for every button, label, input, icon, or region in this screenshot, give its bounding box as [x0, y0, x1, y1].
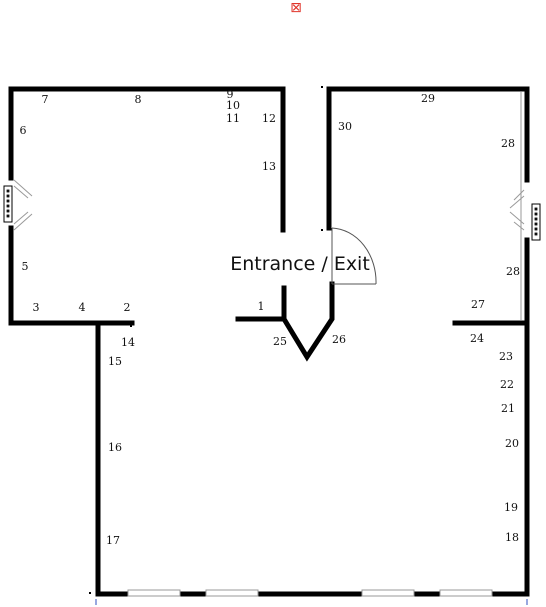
spot-label: 8: [135, 93, 142, 106]
spot-label: 27: [471, 298, 485, 311]
spot-label: 18: [505, 531, 519, 544]
spot-label: 25: [273, 335, 287, 348]
spot-label: 23: [499, 350, 513, 363]
spot-label: 10: [226, 99, 240, 112]
entrance-funnel: [280, 281, 335, 362]
spot-label: 29: [421, 92, 435, 105]
spot-label: 15: [108, 355, 122, 368]
right-side-door: [509, 189, 541, 241]
spot-label: 6: [20, 124, 27, 137]
main-hall-wall: [95, 320, 530, 597]
spot-label: 3: [33, 301, 40, 314]
entrance-door: [331, 227, 377, 285]
entrance-label: Entrance / Exit: [230, 253, 370, 275]
spot-label: 28: [506, 265, 520, 278]
spot-label: 1: [258, 300, 265, 313]
spot-labels: 1 2 3 4 5 6 7 8 9 10 11 12 13 14 15 16 1…: [20, 88, 521, 547]
spot-label: 19: [504, 501, 518, 514]
spot-label: 26: [332, 333, 346, 346]
spot-label: 5: [22, 260, 29, 273]
spot-label: 12: [262, 112, 276, 125]
bottom-ticks: [95, 599, 528, 605]
right-room-wall-top: [326, 86, 530, 231]
left-side-door: [3, 179, 33, 231]
spot-label: 16: [108, 441, 122, 454]
spot-label: 9: [227, 88, 234, 101]
left-room-wall-top: [8, 86, 286, 233]
spot-label: 13: [262, 160, 276, 173]
window-lines: [127, 92, 522, 597]
spot-label: 20: [505, 437, 519, 450]
spot-label: 11: [226, 112, 240, 125]
spot-label: 7: [42, 93, 49, 106]
spot-label: 14: [121, 336, 135, 349]
spot-label: 28: [501, 137, 515, 150]
spot-label: 22: [500, 378, 514, 391]
broken-image-icon: ⊠: [290, 0, 302, 16]
right-room-wall-lower: [452, 237, 530, 326]
corner-marks: [89, 86, 323, 594]
left-room-wall-bottom: [8, 225, 135, 326]
spot-label: 2: [124, 301, 131, 314]
spot-label: 4: [79, 301, 86, 314]
spot-label: 24: [470, 332, 484, 345]
spot-label: 21: [501, 402, 515, 415]
walls: [8, 86, 530, 597]
spot-label: 17: [106, 534, 120, 547]
spot-label: 30: [338, 120, 352, 133]
